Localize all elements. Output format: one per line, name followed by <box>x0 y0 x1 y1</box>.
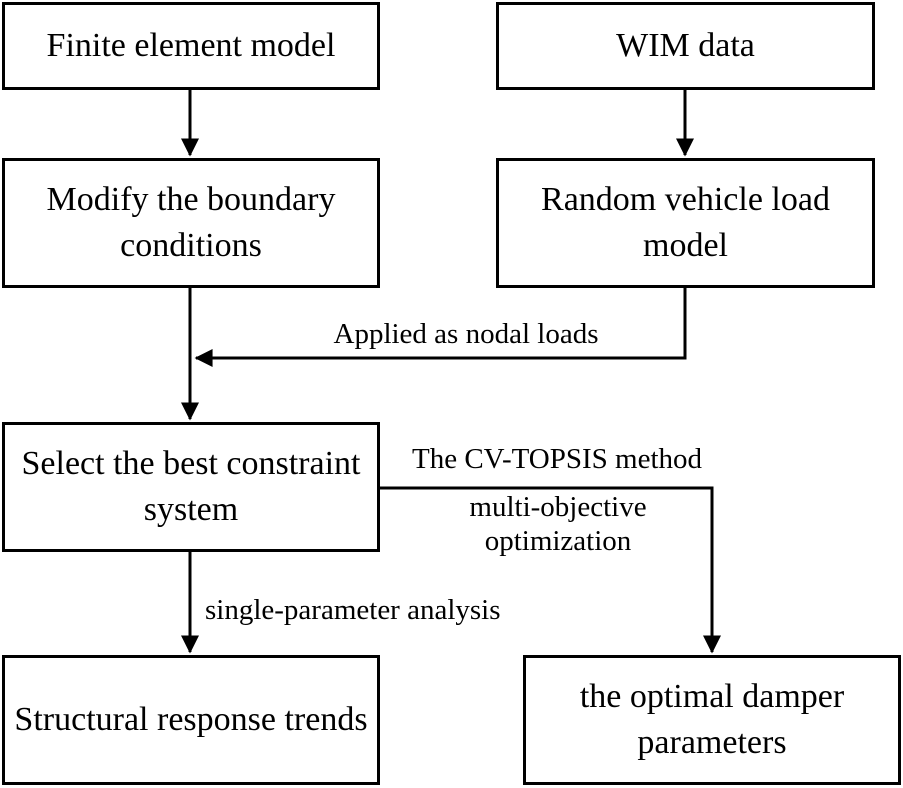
label-single-parameter-analysis: single-parameter analysis <box>205 594 501 626</box>
box-wim-data: WIM data <box>496 2 875 90</box>
arrow-vehicle-load-to-junction <box>194 288 687 367</box>
box-random-vehicle-load-model-label: Random vehicle load model <box>541 181 830 264</box>
box-finite-element-model: Finite element model <box>2 2 380 90</box>
box-finite-element-model-label: Finite element model <box>46 27 336 65</box>
box-select-constraint-system: Select the best constraint system <box>2 422 380 552</box>
box-structural-response-trends: Structural response trends <box>2 655 380 785</box>
box-optimal-damper-parameters: the optimal damper parameters <box>523 655 901 785</box>
box-wim-data-label: WIM data <box>616 27 755 65</box>
box-modify-boundary-conditions-label: Modify the boundary conditions <box>46 181 336 264</box>
box-select-constraint-system-label: Select the best constraint system <box>21 445 361 528</box>
box-modify-boundary-conditions: Modify the boundary conditions <box>2 158 380 288</box>
box-optimal-damper-parameters-label: the optimal damper parameters <box>579 678 845 761</box>
label-cv-topsis-method: The CV-TOPSIS method <box>411 443 703 475</box>
box-random-vehicle-load-model: Random vehicle load model <box>496 158 875 288</box>
arrow-select-to-damper <box>380 486 721 654</box>
label-applied-as-nodal-loads: Applied as nodal loads <box>333 318 599 350</box>
label-multi-objective-optimization: multi-objective optimization <box>469 491 647 557</box>
box-structural-response-trends-label: Structural response trends <box>14 701 368 739</box>
